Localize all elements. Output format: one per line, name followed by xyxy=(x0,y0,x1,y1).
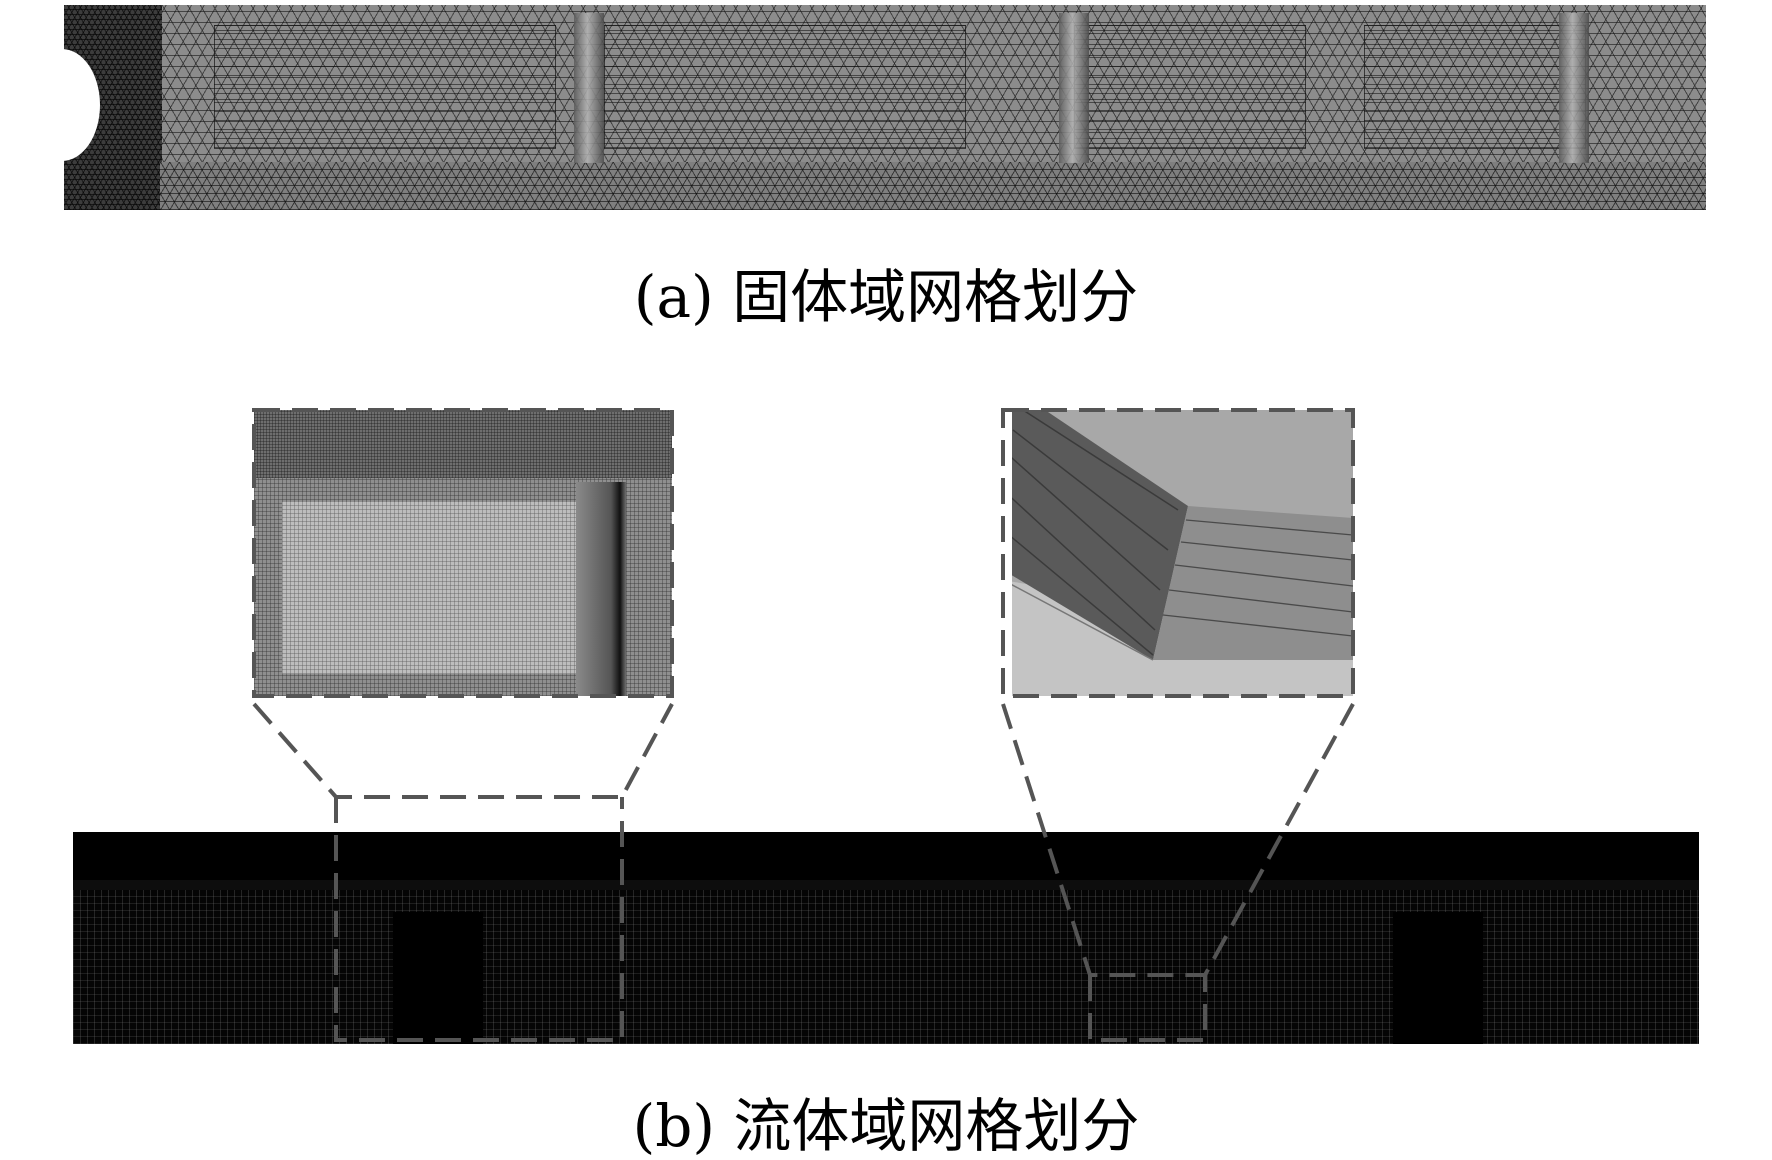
zoom-inset-right xyxy=(1003,410,1353,696)
fluid-mesh-separator xyxy=(73,880,1699,890)
zoom-frame-left xyxy=(252,408,674,698)
zoom-source-left xyxy=(334,797,624,1042)
fluid-mesh-dense-block xyxy=(1393,912,1483,1044)
zoom-inset-left xyxy=(254,410,672,696)
fluid-mesh-top-band xyxy=(73,832,1699,880)
inset-left-top-band xyxy=(254,410,672,478)
solid-mesh-wall xyxy=(1559,13,1589,163)
zoom-source-right xyxy=(1088,975,1207,1042)
solid-mesh-wall xyxy=(1059,13,1089,163)
solid-mesh-wall xyxy=(574,13,604,163)
inset-left-cavity xyxy=(282,502,582,674)
caption-fluid-mesh: (b) 流体域网格划分 xyxy=(632,1092,1140,1160)
zoom-connector-right xyxy=(1001,703,1355,977)
inset-right-drawing xyxy=(1003,410,1353,696)
solid-mesh-bottom-band xyxy=(160,162,1706,210)
zoom-frame-right xyxy=(1001,408,1355,698)
zoom-connector-left xyxy=(252,702,674,799)
solid-mesh-cavity xyxy=(214,25,556,149)
fluid-domain-mesh xyxy=(73,832,1699,1044)
caption-solid-mesh: (a) 固体域网格划分 xyxy=(633,263,1139,331)
solid-mesh-cavity xyxy=(1074,25,1306,149)
solid-domain-mesh xyxy=(64,5,1706,210)
fluid-mesh-dense-block xyxy=(393,912,483,1044)
inset-left-wall xyxy=(576,482,626,696)
solid-mesh-cavity xyxy=(1364,25,1586,149)
solid-mesh-cavity xyxy=(604,25,966,149)
